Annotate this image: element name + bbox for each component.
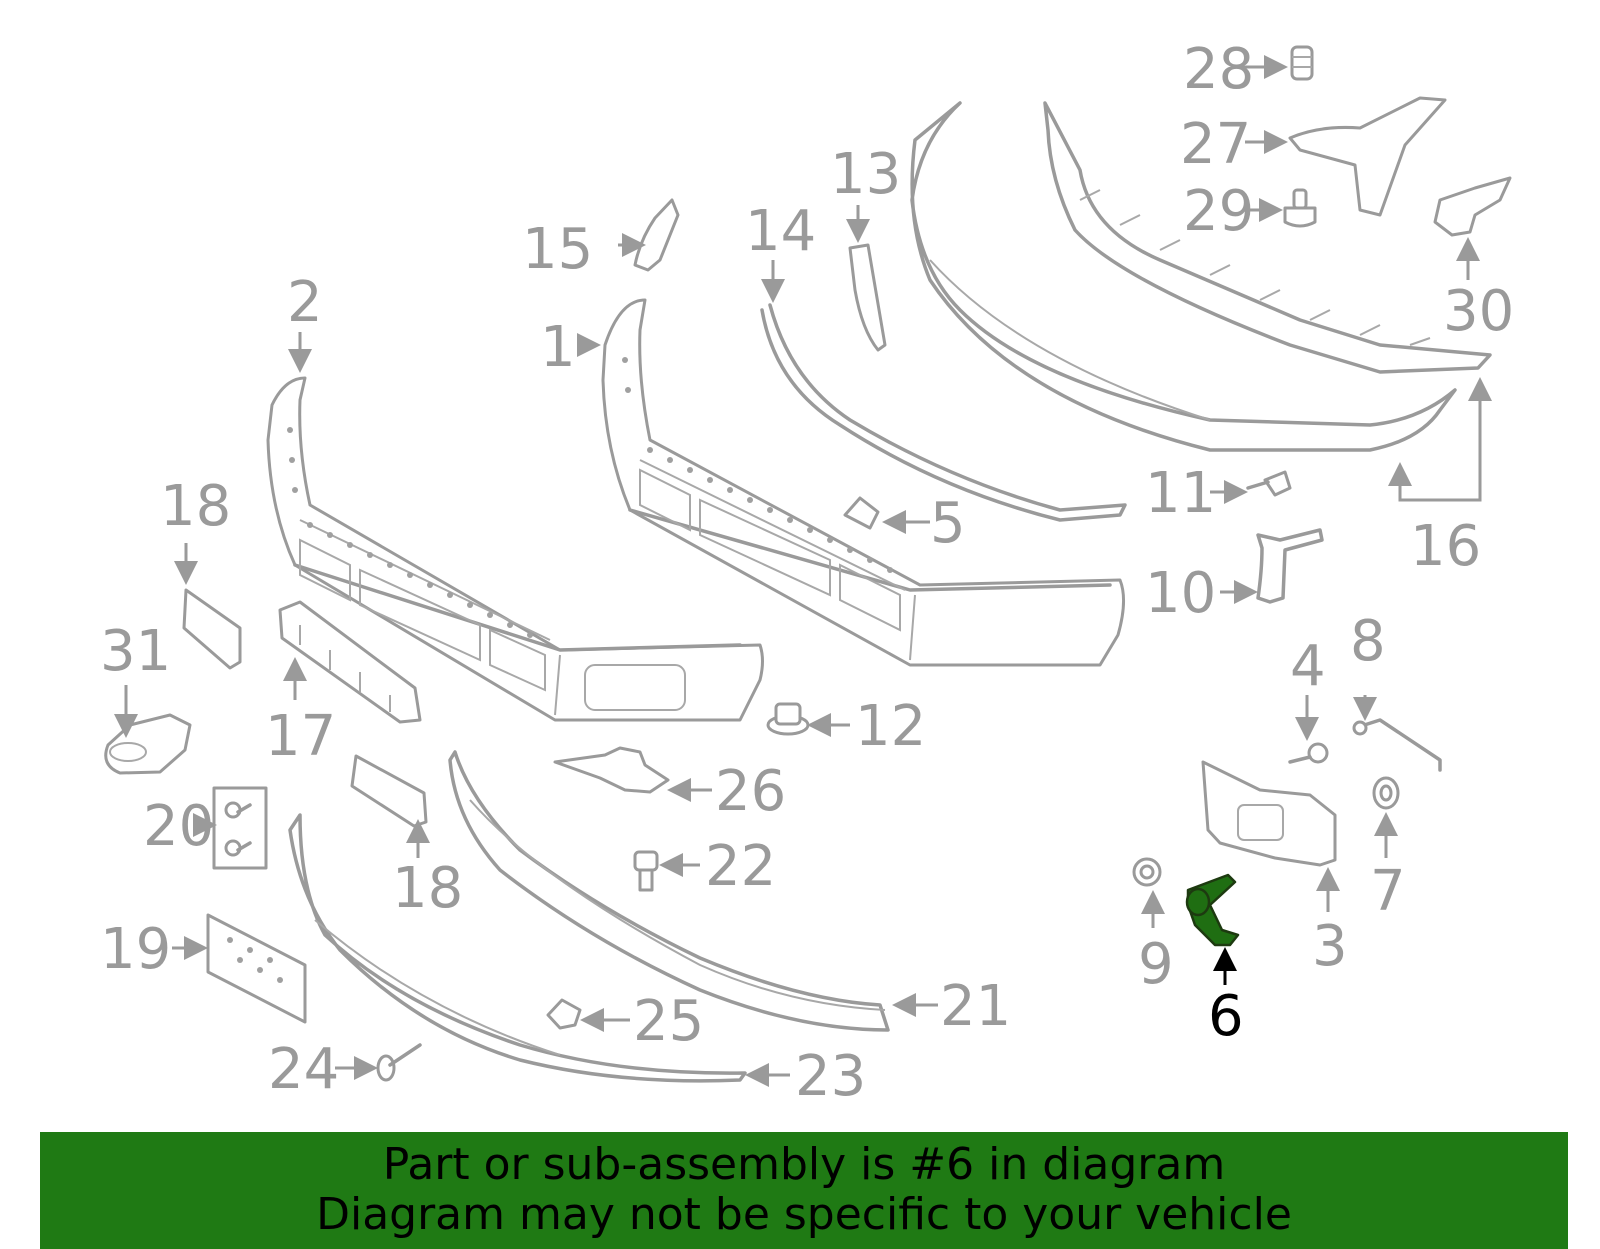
banner-line-2: Diagram may not be specific to your vehi… <box>316 1189 1292 1240</box>
callout-23[interactable]: 23 <box>795 1044 866 1109</box>
part-16-reinforcement[interactable] <box>1043 101 1492 374</box>
callout-13[interactable]: 13 <box>830 142 901 207</box>
part-8-rod[interactable] <box>1352 718 1442 772</box>
callout-25[interactable]: 25 <box>633 989 704 1054</box>
part-30-bracket[interactable] <box>1433 176 1512 237</box>
callout-19[interactable]: 19 <box>100 917 171 982</box>
callout-15[interactable]: 15 <box>522 217 593 282</box>
part-27-bracket[interactable] <box>1288 96 1447 217</box>
parts-diagram: 1 2 3 4 5 6 7 8 9 10 11 12 13 14 15 16 1… <box>100 37 1514 1109</box>
part-19-license-bracket[interactable] <box>206 913 307 1024</box>
part-9-nut[interactable] <box>1132 857 1162 887</box>
part-17-grille-insert[interactable] <box>278 600 422 724</box>
part-11-bolt[interactable] <box>1246 470 1292 497</box>
part-20-bolt-kit[interactable] <box>212 786 268 870</box>
part-24-pin[interactable] <box>376 1043 422 1082</box>
info-banner: Part or sub-assembly is #6 in diagram Di… <box>40 1132 1568 1249</box>
callout-26[interactable]: 26 <box>715 759 786 824</box>
callout-24[interactable]: 24 <box>268 1037 339 1102</box>
callout-11[interactable]: 11 <box>1145 461 1216 526</box>
part-25-clip[interactable] <box>546 998 582 1030</box>
part-3-bracket[interactable] <box>1201 760 1337 867</box>
part-10-bracket[interactable] <box>1256 528 1324 604</box>
callout-6[interactable]: 6 <box>1208 984 1244 1049</box>
callout-27[interactable]: 27 <box>1180 112 1251 177</box>
callout-17[interactable]: 17 <box>265 704 336 769</box>
callout-7[interactable]: 7 <box>1370 859 1406 924</box>
callout-4[interactable]: 4 <box>1290 634 1326 699</box>
part-12-grommet[interactable] <box>766 702 810 736</box>
callout-leaders <box>114 55 1492 1087</box>
part-22-bolt[interactable] <box>633 850 659 892</box>
part-15-bracket[interactable] <box>633 198 680 272</box>
part-5-clip[interactable] <box>843 496 880 530</box>
callout-31[interactable]: 31 <box>100 619 171 684</box>
part-31-tow-hook[interactable] <box>104 713 192 775</box>
part-4-bolt[interactable] <box>1288 742 1329 764</box>
callout-22[interactable]: 22 <box>705 834 776 899</box>
part-21-lower-valance[interactable] <box>448 750 890 1032</box>
callout-16[interactable]: 16 <box>1410 514 1481 579</box>
callout-5[interactable]: 5 <box>930 491 966 556</box>
part-28-clip[interactable] <box>1290 45 1314 81</box>
part-29-plug[interactable] <box>1283 188 1317 228</box>
banner-line-1: Part or sub-assembly is #6 in diagram <box>382 1139 1226 1190</box>
callout-20[interactable]: 20 <box>143 794 214 859</box>
callout-12[interactable]: 12 <box>855 694 926 759</box>
callout-2[interactable]: 2 <box>287 270 323 335</box>
callout-10[interactable]: 10 <box>1145 561 1216 626</box>
part-6-sensor-bracket[interactable] <box>1185 873 1240 947</box>
part-18-trim-upper[interactable] <box>182 588 242 670</box>
part-2-bumper-face-bar[interactable] <box>266 376 764 722</box>
callout-labels: 1 2 3 4 5 6 7 8 9 10 11 12 13 14 15 16 1… <box>100 37 1514 1109</box>
callout-1[interactable]: 1 <box>540 315 576 380</box>
callout-18-upper[interactable]: 18 <box>160 474 231 539</box>
callout-29[interactable]: 29 <box>1183 179 1254 244</box>
callout-9[interactable]: 9 <box>1138 932 1174 997</box>
callout-14[interactable]: 14 <box>745 199 816 264</box>
part-26-bracket[interactable] <box>553 746 670 794</box>
callout-8[interactable]: 8 <box>1350 609 1386 674</box>
part-16-upper-cover[interactable] <box>910 101 1457 452</box>
callout-3[interactable]: 3 <box>1312 914 1348 979</box>
part-13-bracket[interactable] <box>848 243 887 352</box>
callout-18-lower[interactable]: 18 <box>392 856 463 921</box>
callout-28[interactable]: 28 <box>1183 37 1254 102</box>
callout-30[interactable]: 30 <box>1443 279 1514 344</box>
part-18-trim-lower[interactable] <box>350 754 428 828</box>
part-14-seal-strip[interactable] <box>760 303 1127 522</box>
part-7-washer[interactable] <box>1372 776 1400 810</box>
callout-21[interactable]: 21 <box>940 974 1011 1039</box>
part-1-bumper-assembly[interactable] <box>601 298 1125 667</box>
